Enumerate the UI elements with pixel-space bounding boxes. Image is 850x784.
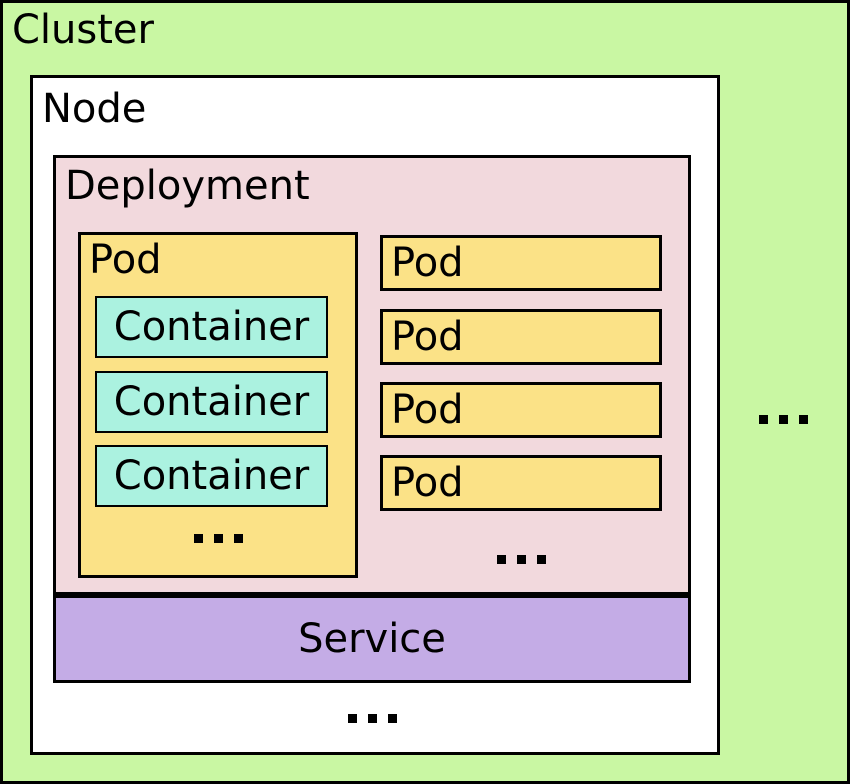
deployment-label: Deployment <box>65 163 310 209</box>
ellipsis-dot <box>233 533 243 543</box>
pod-box: Pod <box>380 309 662 365</box>
ellipsis-dot <box>536 554 546 564</box>
pod-box: Pod <box>380 235 662 291</box>
replica-pods-ellipsis <box>380 554 662 564</box>
node-box: Node Deployment Pod Container Container … <box>30 75 720 755</box>
container-label: Container <box>113 453 310 499</box>
container-box: Container <box>95 445 328 507</box>
ellipsis-dot <box>496 554 506 564</box>
ellipsis-dot <box>779 414 788 424</box>
container-label: Container <box>113 379 310 425</box>
ellipsis-dot <box>367 713 377 723</box>
ellipsis-dot <box>213 533 223 543</box>
pod-box: Pod Container Container Container <box>78 232 358 578</box>
pod-label: Pod <box>391 314 464 360</box>
ellipsis-dot <box>387 713 397 723</box>
cluster-ellipsis <box>720 414 847 424</box>
node-label: Node <box>42 86 147 132</box>
pod-ellipsis <box>81 533 355 543</box>
pod-label: Pod <box>391 460 464 506</box>
container-box: Container <box>95 296 328 358</box>
pod-box: Pod <box>380 455 662 511</box>
node-ellipsis <box>53 713 691 723</box>
container-box: Container <box>95 371 328 433</box>
pod-label: Pod <box>391 240 464 286</box>
service-box: Service <box>53 595 691 683</box>
service-label: Service <box>298 616 446 662</box>
pod-label: Pod <box>89 237 162 283</box>
ellipsis-dot <box>347 713 357 723</box>
ellipsis-dot <box>516 554 526 564</box>
ellipsis-dot <box>799 414 808 424</box>
ellipsis-dot <box>759 414 768 424</box>
deployment-box: Deployment Pod Container Container Conta… <box>53 155 691 595</box>
ellipsis-dot <box>193 533 203 543</box>
pod-box: Pod <box>380 382 662 438</box>
container-label: Container <box>113 304 310 350</box>
cluster-label: Cluster <box>12 7 154 53</box>
pod-label: Pod <box>391 387 464 433</box>
